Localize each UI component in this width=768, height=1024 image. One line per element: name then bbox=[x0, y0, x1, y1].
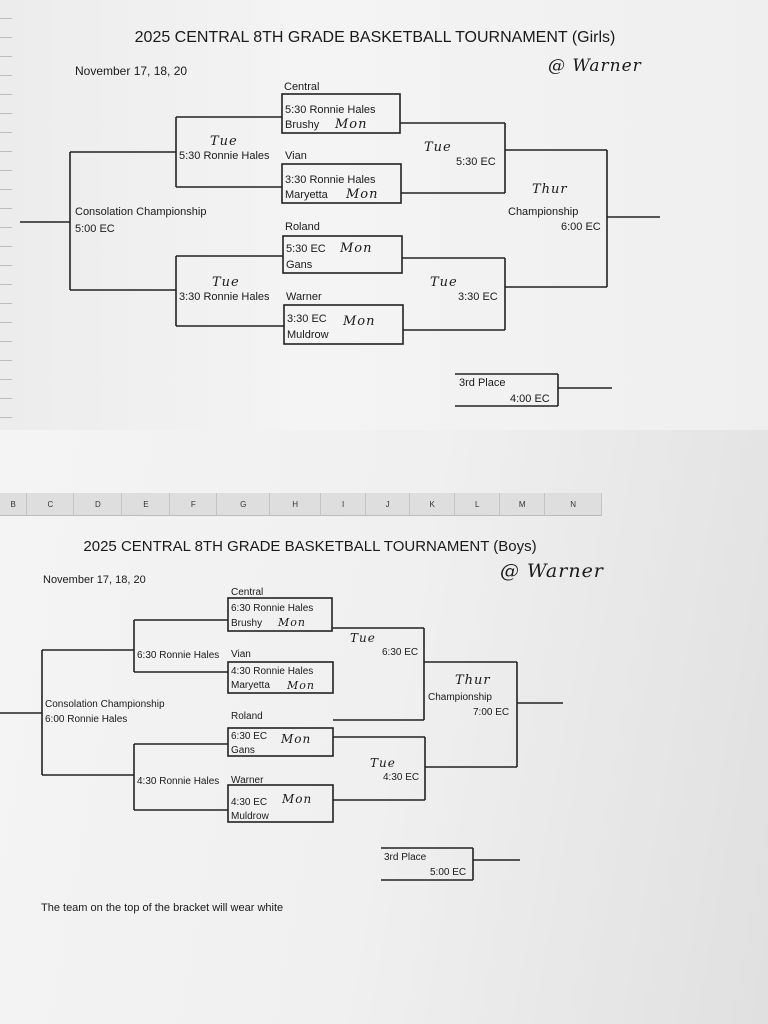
game-time: 5:30 Ronnie Hales bbox=[285, 104, 376, 116]
game-time: 4:30 EC bbox=[383, 772, 420, 783]
column-header: E bbox=[122, 493, 171, 515]
day-note: Thur bbox=[455, 673, 491, 688]
game-time: 3:30 EC bbox=[458, 291, 498, 303]
girls-title: 2025 CENTRAL 8TH GRADE BASKETBALL TOURNA… bbox=[134, 29, 616, 46]
team-label: Vian bbox=[231, 649, 251, 660]
team-label: Gans bbox=[231, 745, 255, 756]
day-note: Mon bbox=[343, 314, 376, 329]
girls-game-2-box bbox=[281, 163, 402, 204]
column-header: K bbox=[410, 493, 456, 515]
day-note: Tue bbox=[430, 275, 458, 290]
consolation-championship-label: Consolation Championship bbox=[75, 206, 207, 218]
day-note: Tue bbox=[212, 275, 240, 290]
column-header: M bbox=[500, 493, 546, 515]
team-label: Gans bbox=[286, 259, 313, 271]
girls-bracket-sheet bbox=[0, 0, 768, 430]
game-time: 5:30 EC bbox=[456, 156, 496, 168]
boys-game-3-box bbox=[227, 727, 334, 757]
team-label: Brushy bbox=[285, 119, 320, 131]
game-time: 6:30 EC bbox=[382, 647, 419, 658]
boys-location-note: @ Warner bbox=[500, 560, 604, 582]
day-note: Thur bbox=[532, 182, 568, 197]
game-time: 4:30 Ronnie Hales bbox=[137, 776, 220, 787]
game-time: 4:30 EC bbox=[231, 797, 268, 808]
day-note: Mon bbox=[282, 792, 313, 806]
girls-location-note: @ Warner bbox=[548, 56, 642, 76]
spreadsheet-column-header: B C D E F G H I J K L M N bbox=[0, 493, 603, 516]
day-note: Mon bbox=[346, 187, 379, 202]
game-time: 6:30 EC bbox=[231, 731, 268, 742]
game-time: 6:30 Ronnie Hales bbox=[231, 603, 314, 614]
girls-game-4-box bbox=[283, 304, 404, 345]
day-note: Mon bbox=[287, 679, 315, 692]
championship-label: Championship bbox=[428, 692, 492, 703]
day-note: Tue bbox=[210, 134, 238, 149]
day-note: Mon bbox=[281, 732, 312, 746]
column-header: H bbox=[270, 493, 322, 515]
game-time: 5:30 Ronnie Hales bbox=[179, 150, 270, 162]
day-note: Tue bbox=[350, 631, 376, 645]
team-label: Roland bbox=[231, 711, 263, 722]
ruled-margin bbox=[0, 0, 12, 430]
column-header: D bbox=[74, 493, 123, 515]
team-label: Muldrow bbox=[287, 329, 329, 341]
game-time: 6:30 Ronnie Hales bbox=[137, 650, 220, 661]
championship-label: Championship bbox=[508, 206, 579, 218]
day-note: Mon bbox=[278, 616, 306, 629]
day-note: Tue bbox=[370, 756, 396, 770]
girls-game-1-box bbox=[281, 93, 401, 134]
game-time: 5:30 EC bbox=[286, 243, 326, 255]
boys-game-2-box bbox=[227, 661, 334, 694]
column-header: I bbox=[321, 493, 367, 515]
boys-bracket-lines bbox=[0, 597, 563, 881]
game-time: 6:00 Ronnie Hales bbox=[45, 714, 128, 725]
girls-bracket-lines bbox=[20, 93, 660, 407]
column-header: N bbox=[545, 493, 603, 515]
team-label: Maryetta bbox=[285, 189, 328, 201]
team-label: Roland bbox=[285, 221, 320, 233]
team-label: Vian bbox=[285, 150, 307, 162]
girls-game-3-box bbox=[282, 235, 403, 274]
third-place-label: 3rd Place bbox=[384, 852, 427, 863]
boys-game-1-box bbox=[227, 597, 333, 632]
third-place-label: 3rd Place bbox=[459, 377, 506, 389]
boys-title: 2025 CENTRAL 8TH GRADE BASKETBALL TOURNA… bbox=[83, 538, 537, 555]
game-time: 3:30 Ronnie Hales bbox=[285, 174, 376, 186]
game-time: 7:00 EC bbox=[473, 707, 510, 718]
consolation-championship-label: Consolation Championship bbox=[45, 699, 165, 710]
team-label: Warner bbox=[286, 291, 322, 303]
boys-dates: November 17, 18, 20 bbox=[43, 574, 146, 586]
boys-bracket-sheet bbox=[0, 430, 768, 1024]
team-label: Muldrow bbox=[231, 811, 269, 822]
team-label: Central bbox=[231, 587, 264, 598]
game-time: 3:30 Ronnie Hales bbox=[179, 291, 270, 303]
column-header: G bbox=[217, 493, 271, 515]
column-header: C bbox=[27, 493, 75, 515]
team-label: Central bbox=[284, 81, 320, 93]
game-time: 4:00 EC bbox=[510, 393, 550, 405]
game-time: 6:00 EC bbox=[561, 221, 601, 233]
game-time: 3:30 EC bbox=[287, 313, 327, 325]
team-label: Maryetta bbox=[231, 680, 270, 691]
game-time: 4:30 Ronnie Hales bbox=[231, 666, 314, 677]
column-header: L bbox=[455, 493, 501, 515]
girls-dates: November 17, 18, 20 bbox=[75, 64, 188, 78]
day-note: Tue bbox=[424, 140, 452, 155]
day-note: Mon bbox=[340, 241, 373, 256]
game-time: 5:00 EC bbox=[75, 223, 115, 235]
footer-note: The team on the top of the bracket will … bbox=[41, 902, 284, 914]
team-label: Brushy bbox=[231, 618, 263, 629]
team-label: Warner bbox=[231, 775, 264, 786]
boys-game-4-box bbox=[227, 784, 334, 823]
column-header: F bbox=[170, 493, 218, 515]
game-time: 5:00 EC bbox=[430, 867, 467, 878]
day-note: Mon bbox=[335, 117, 368, 132]
column-header: B bbox=[0, 493, 28, 515]
column-header: J bbox=[366, 493, 411, 515]
